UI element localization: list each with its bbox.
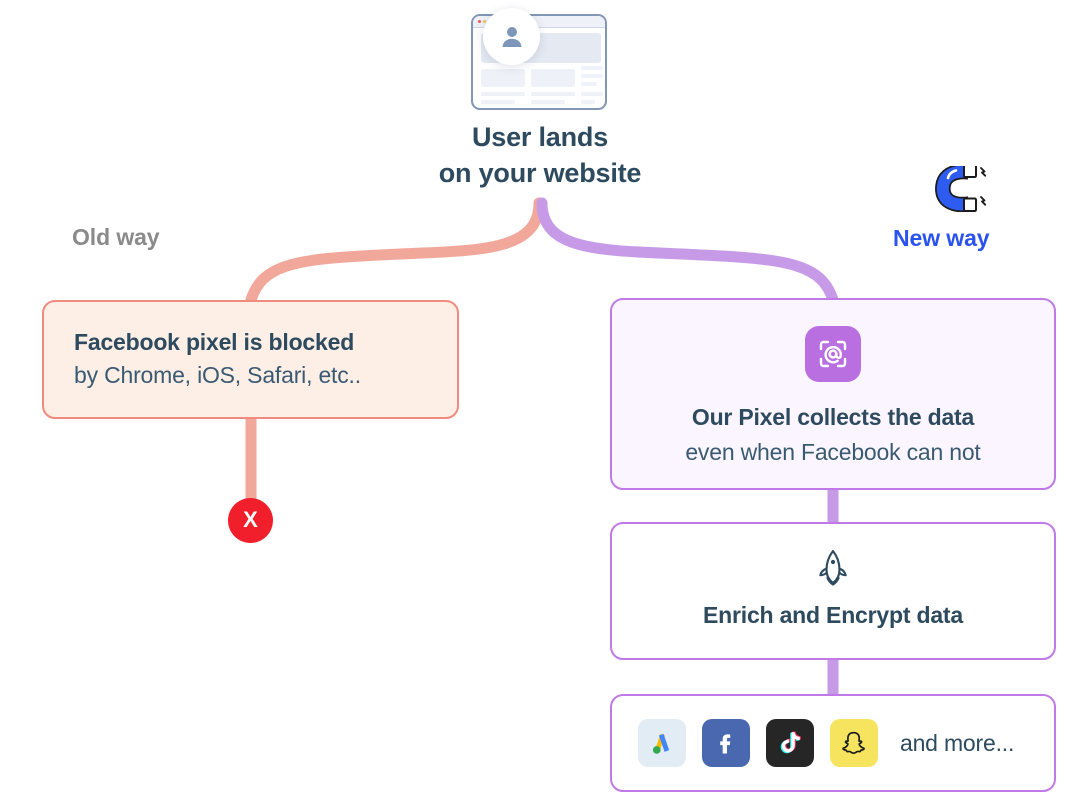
failure-badge-label: X — [243, 507, 258, 532]
page-text-line — [581, 100, 595, 104]
failure-badge: X — [228, 498, 273, 543]
traffic-light-yellow-icon — [483, 20, 486, 23]
browser-illustration — [471, 8, 611, 114]
traffic-light-red-icon — [478, 20, 481, 23]
page-title: User lands on your website — [290, 120, 790, 191]
connector-new-branch — [536, 197, 839, 306]
page-text-line — [581, 66, 603, 70]
facebook-glyph — [720, 734, 731, 754]
page-text-line — [581, 74, 603, 78]
page-text-line — [481, 92, 525, 96]
page-block — [531, 69, 575, 87]
page-text-line — [531, 100, 565, 104]
page-text-line — [581, 92, 603, 96]
card-old-subline: by Chrome, iOS, Safari, etc.. — [74, 362, 361, 389]
tiktok-glyph — [780, 731, 801, 754]
card-enrich-headline: Enrich and Encrypt data — [703, 602, 963, 628]
page-title-line-2: on your website — [438, 157, 642, 188]
rocket-icon — [814, 547, 852, 591]
snapchat-icon — [830, 719, 878, 767]
card-old-headline: Facebook pixel is blocked — [74, 329, 355, 355]
card-our-pixel-collects-data: Our Pixel collects the data even when Fa… — [610, 298, 1056, 490]
new-way-label: New way — [893, 225, 990, 251]
and-more-label: and more... — [900, 729, 1015, 756]
card-pixel-text: Our Pixel collects the data even when Fa… — [612, 400, 1054, 469]
google-ads-icon — [638, 719, 686, 767]
card-facebook-pixel-blocked: Facebook pixel is blocked by Chrome, iOS… — [42, 300, 459, 419]
page-title-line-1: User lands — [471, 122, 609, 152]
card-enrich-and-encrypt: Enrich and Encrypt data — [610, 522, 1056, 660]
page-text-line — [531, 92, 575, 96]
google-ads-glyph — [652, 733, 670, 754]
connector-old-branch — [245, 197, 545, 306]
tiktok-icon — [766, 719, 814, 767]
page-text-line — [481, 100, 515, 104]
user-avatar-icon — [483, 8, 540, 65]
page-block — [481, 69, 525, 87]
pixel-scan-at-icon — [805, 326, 861, 382]
card-destination-platforms: and more... — [610, 694, 1056, 792]
person-icon — [502, 26, 521, 47]
page-text-line — [581, 82, 597, 86]
old-way-label: Old way — [72, 224, 160, 250]
magnet-icon — [932, 163, 990, 213]
card-pixel-subline: even when Facebook can not — [685, 438, 981, 465]
snapchat-glyph — [842, 731, 865, 755]
card-pixel-headline: Our Pixel collects the data — [691, 404, 975, 430]
scan-at-glyph — [819, 340, 847, 368]
facebook-icon — [702, 719, 750, 767]
